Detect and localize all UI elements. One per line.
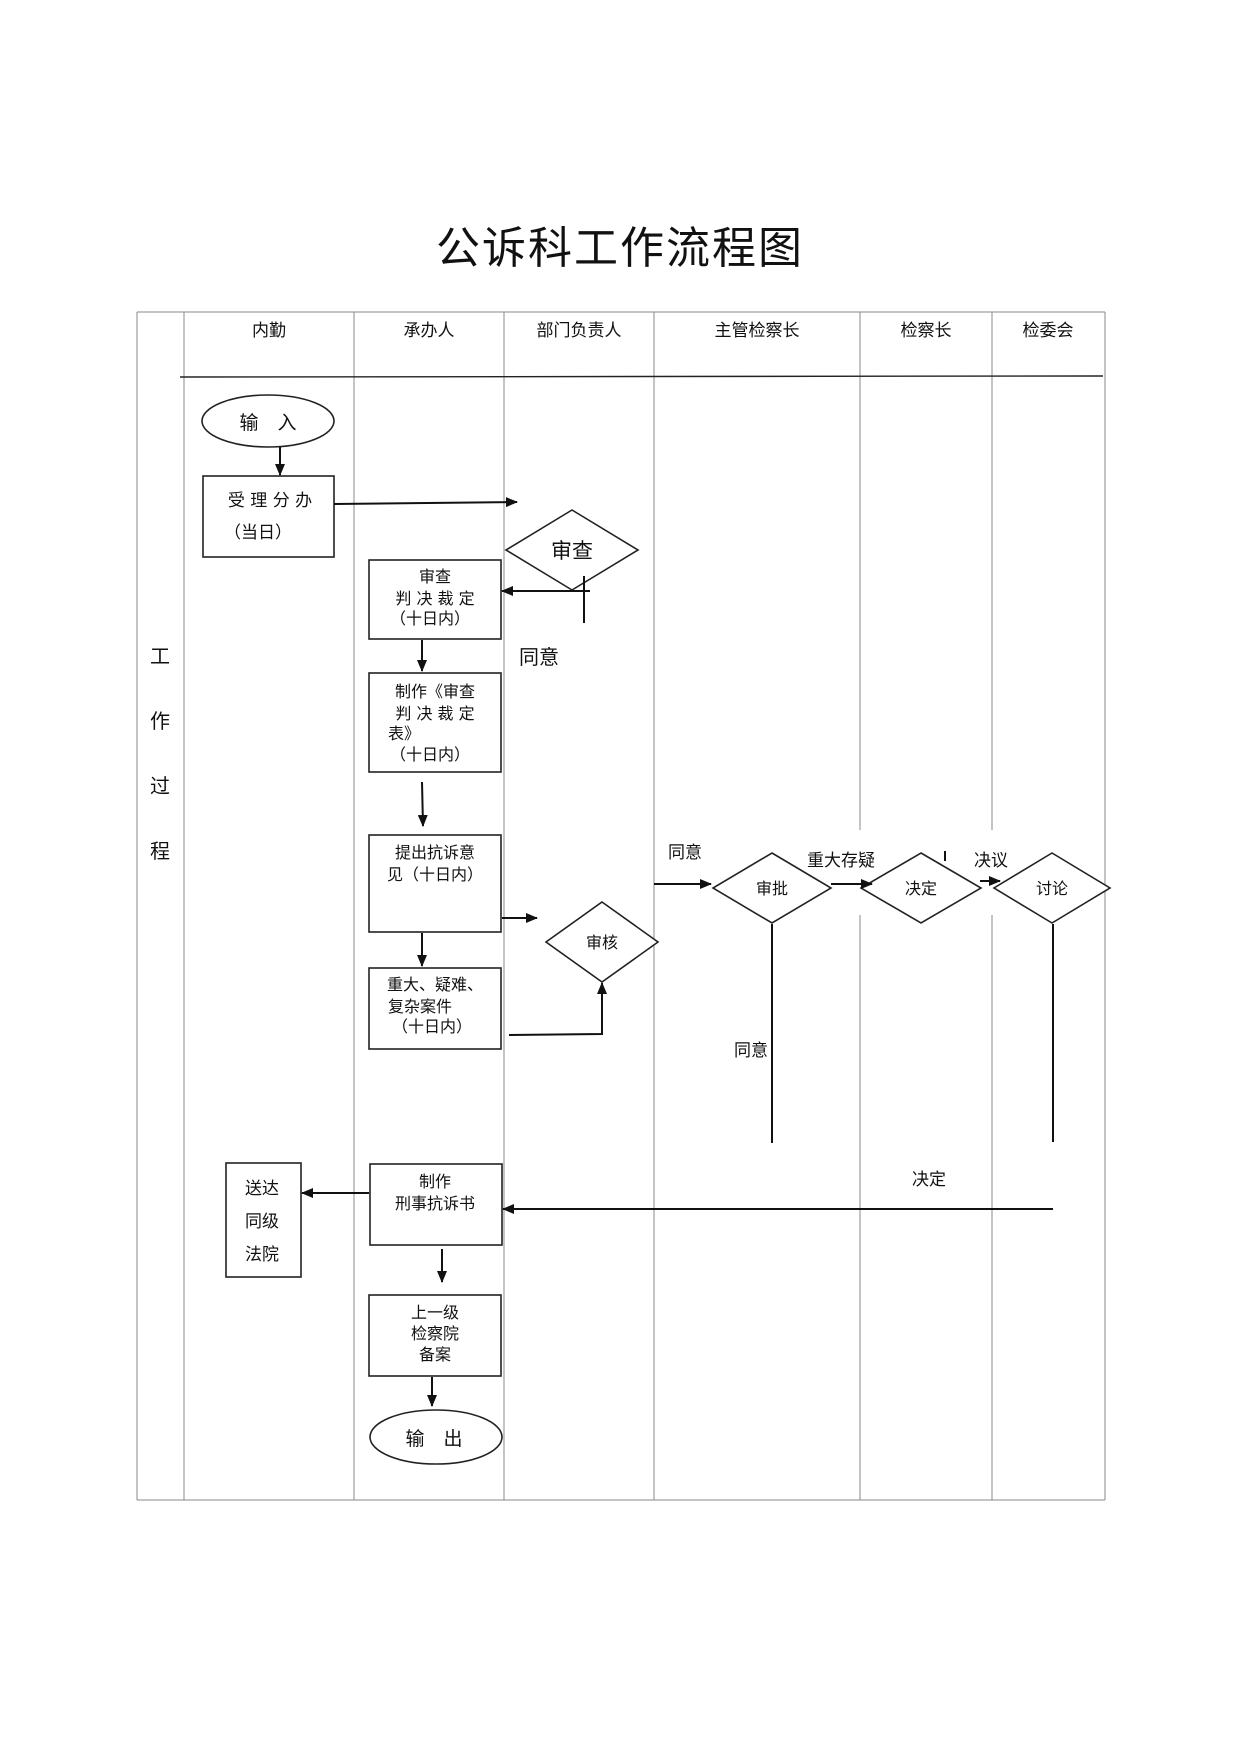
arrow-major-to-audit xyxy=(508,982,607,1036)
decision-label: 决定 xyxy=(912,1170,946,1190)
agree-label: 同意 xyxy=(734,1041,768,1061)
input-label: 输 入 xyxy=(239,412,296,434)
make-table-box xyxy=(368,672,502,773)
make-table-label-line: 判 决 裁 定 xyxy=(395,704,474,723)
make-indictment-label-line: 制作 xyxy=(419,1172,451,1191)
lane-header-neiqin: 内勤 xyxy=(252,321,286,341)
approve-diamond xyxy=(711,852,833,924)
connectors xyxy=(275,447,1054,1407)
lane-header-jianchazhang: 检察长 xyxy=(901,321,952,341)
file-upper-label-line: 检察院 xyxy=(411,1324,459,1343)
node-labels: 输 入 受 理 分 办 （当日） 审查 审查 判 决 裁 定 （十日内） 制作《… xyxy=(224,412,1068,1450)
shapes xyxy=(201,394,1112,1465)
examine-label-line: 审查 xyxy=(419,567,451,586)
accept-label-line: 受 理 分 办 xyxy=(228,491,312,511)
major-cases-label-line: 重大、疑难、 xyxy=(387,975,483,994)
make-indictment-box xyxy=(369,1163,503,1246)
lane-headers: 内勤 承办人 部门负责人 主管检察长 检察长 检委会 xyxy=(252,321,1074,341)
major-cases-box xyxy=(368,967,502,1050)
propose-label-line: 提出抗诉意 xyxy=(395,843,475,862)
input-terminal xyxy=(201,394,335,448)
make-indictment-label-line: 刑事抗诉书 xyxy=(395,1194,475,1213)
row-label-char: 过 xyxy=(150,774,170,798)
review-label: 审查 xyxy=(551,539,593,563)
discuss-label: 讨论 xyxy=(1036,879,1068,898)
examine-box xyxy=(368,559,502,640)
output-terminal xyxy=(369,1409,503,1465)
examine-label-line: （十日内） xyxy=(390,609,470,628)
major-doubt-label: 重大存疑 xyxy=(807,851,875,871)
page-title: 公诉科工作流程图 xyxy=(436,223,804,274)
deliver-label-line: 同级 xyxy=(245,1212,279,1232)
edge-labels: 同意 同意 重大存疑 决议 同意 决定 xyxy=(519,645,1008,1190)
major-cases-label-line: 复杂案件 xyxy=(388,997,452,1016)
deliver-box xyxy=(225,1162,302,1278)
audit-label: 审核 xyxy=(586,933,618,952)
propose-box xyxy=(368,834,502,933)
make-table-label-line: （十日内） xyxy=(390,745,470,764)
lane-header-bumen: 部门负责人 xyxy=(537,321,622,341)
lane-header-zhuguan: 主管检察长 xyxy=(715,321,800,341)
agree-label: 同意 xyxy=(519,645,559,669)
decide-label: 决定 xyxy=(905,879,937,898)
accept-box xyxy=(202,475,335,558)
file-upper-box xyxy=(368,1294,502,1377)
file-upper-label-line: 上一级 xyxy=(411,1303,459,1322)
resolution-label: 决议 xyxy=(974,851,1008,871)
deliver-label-line: 送达 xyxy=(245,1179,279,1199)
discuss-diamond xyxy=(992,852,1112,924)
arrow-accept-to-review xyxy=(333,497,518,508)
deliver-label-line: 法院 xyxy=(245,1245,279,1265)
examine-label-line: 判 决 裁 定 xyxy=(395,589,474,608)
output-label: 输 出 xyxy=(405,1428,462,1450)
row-label-char: 工 xyxy=(150,644,170,668)
propose-label-line: 见（十日内） xyxy=(387,865,483,884)
agree-label: 同意 xyxy=(668,843,702,863)
approve-label: 审批 xyxy=(756,879,788,898)
file-upper-label-line: 备案 xyxy=(419,1345,451,1364)
make-table-label-line: 制作《审查 xyxy=(395,682,475,701)
row-label: 工 作 过 程 xyxy=(150,644,170,863)
decide-diamond xyxy=(859,852,983,924)
lane-header-chengbanren: 承办人 xyxy=(404,321,455,341)
make-table-label-line: 表》 xyxy=(388,724,420,743)
major-cases-label-line: （十日内） xyxy=(392,1017,472,1036)
row-label-char: 程 xyxy=(150,839,170,863)
lane-header-jianweihui: 检委会 xyxy=(1023,321,1074,341)
row-label-char: 作 xyxy=(150,709,170,733)
swimlane-grid xyxy=(136,311,1106,1501)
accept-label-line: （当日） xyxy=(224,523,292,543)
arrow-make-table-to-propose xyxy=(417,781,428,827)
